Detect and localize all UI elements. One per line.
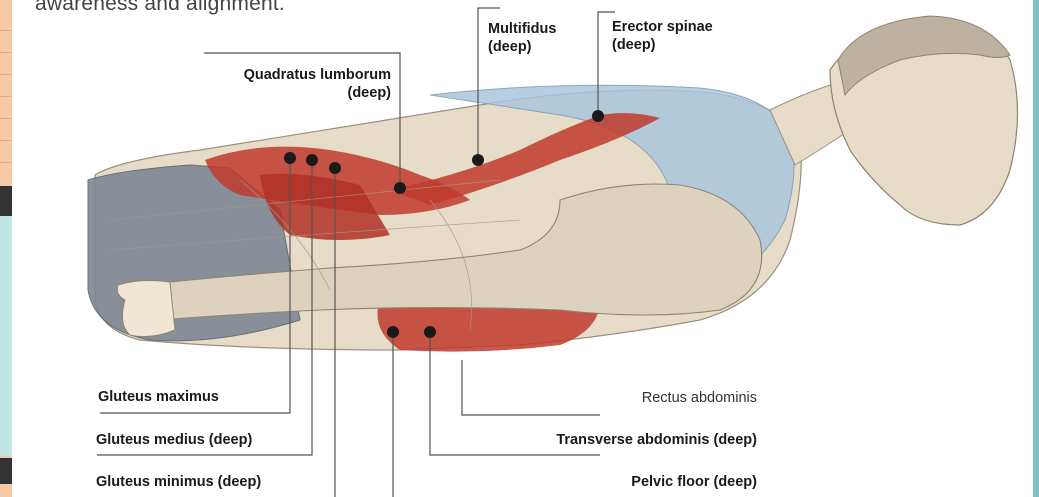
label-erector-line1: Erector spinae bbox=[612, 18, 713, 36]
label-quadratus-line1: Quadratus lumborum bbox=[205, 66, 391, 84]
label-gluteus-maximus: Gluteus maximus bbox=[98, 388, 219, 406]
label-rectus-abdominis: Rectus abdominis bbox=[560, 389, 757, 407]
quadratus-lumborum-marker bbox=[394, 182, 406, 194]
label-multifidus-line2: (deep) bbox=[488, 38, 556, 56]
label-gluteus-minimus: Gluteus minimus (deep) bbox=[96, 473, 261, 491]
pelvic-floor-marker bbox=[387, 326, 399, 338]
label-pelvic-floor: Pelvic floor (deep) bbox=[560, 473, 757, 491]
label-quadratus-lumborum: Quadratus lumborum (deep) bbox=[205, 66, 391, 102]
label-transverse-abdominis: Transverse abdominis (deep) bbox=[500, 431, 757, 449]
label-quadratus-line2: (deep) bbox=[205, 84, 391, 102]
erector-spinae-marker bbox=[592, 110, 604, 122]
transverse-abdominis-marker bbox=[424, 326, 436, 338]
label-multifidus: Multifidus (deep) bbox=[488, 20, 556, 56]
gluteus-medius-marker bbox=[306, 154, 318, 166]
multifidus-marker bbox=[472, 154, 484, 166]
gluteus-maximus-marker bbox=[284, 152, 296, 164]
label-erector-spinae: Erector spinae (deep) bbox=[612, 18, 713, 54]
label-erector-line2: (deep) bbox=[612, 36, 713, 54]
label-multifidus-line1: Multifidus bbox=[488, 20, 556, 38]
gluteus-minimus-marker bbox=[329, 162, 341, 174]
label-gluteus-medius: Gluteus medius (deep) bbox=[96, 431, 252, 449]
